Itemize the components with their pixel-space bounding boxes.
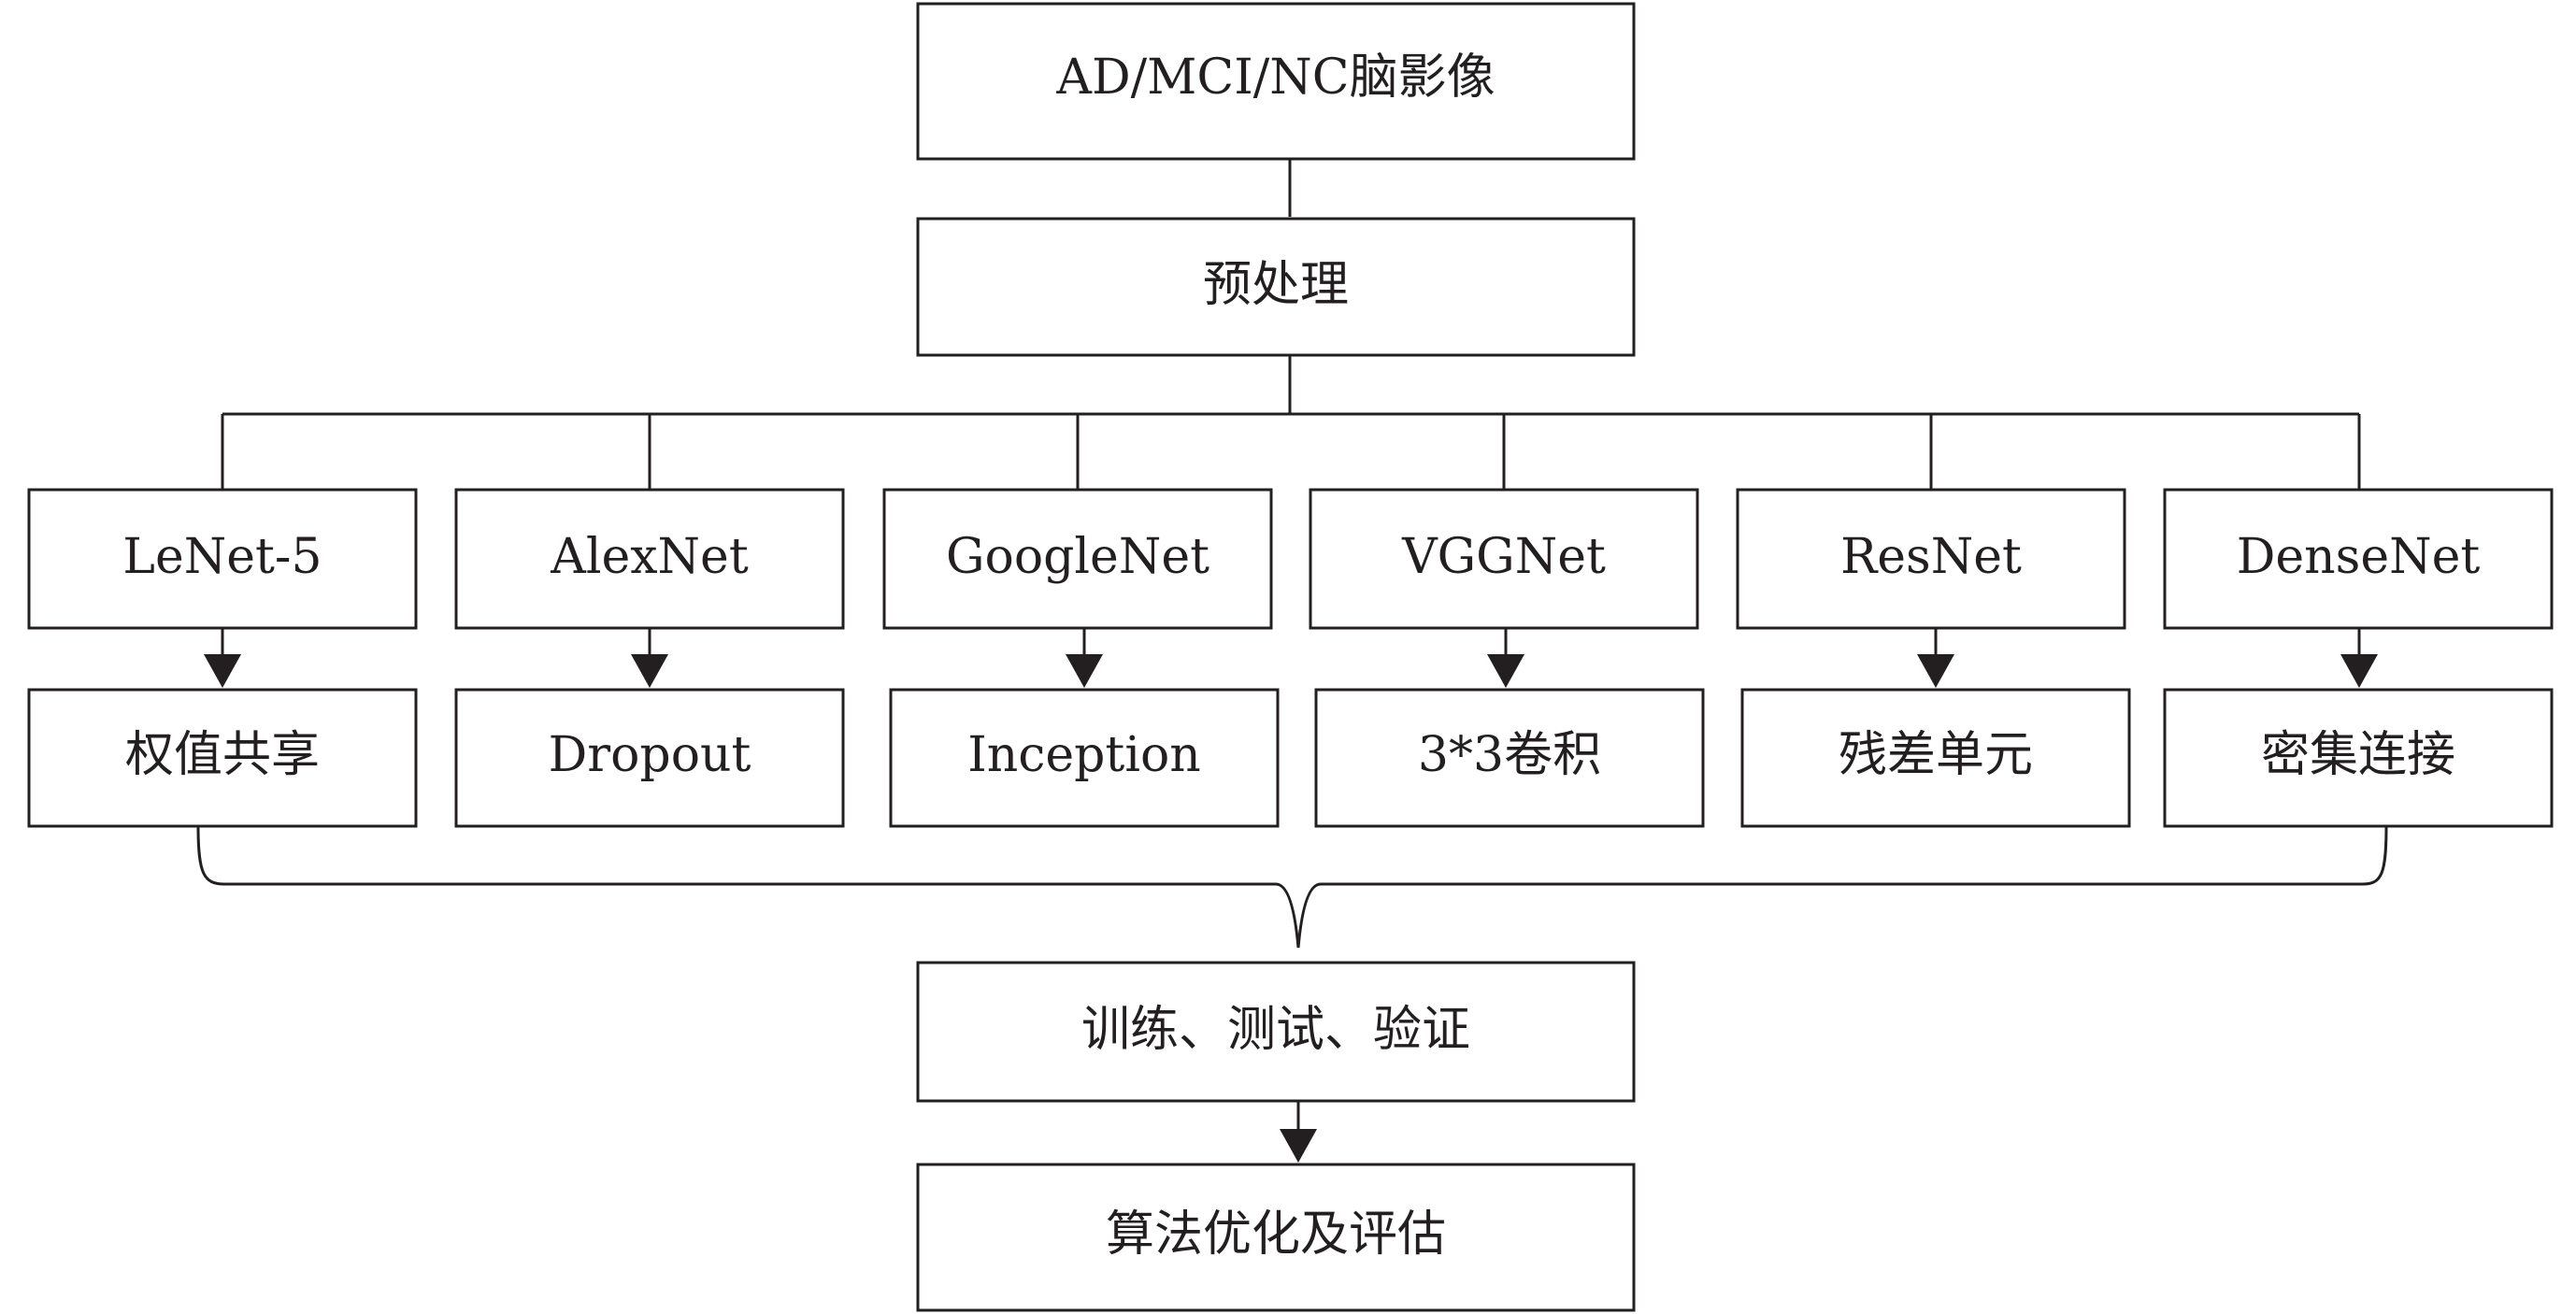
feature-label: Dropout [549, 727, 751, 783]
model-column: AlexNet Dropout [454, 414, 845, 828]
model-node: VGGNet [1309, 488, 1699, 630]
arrowhead-icon [1066, 654, 1103, 688]
feature-node: 残差单元 [1740, 688, 2131, 828]
model-column: LeNet-5 权值共享 [27, 414, 418, 828]
feature-node: 3*3卷积 [1314, 688, 1705, 828]
model-node: ResNet [1736, 488, 2126, 630]
feature-node: Inception [889, 688, 1280, 828]
model-column: VGGNet 3*3卷积 [1309, 414, 1705, 828]
arrowhead-icon [1487, 654, 1524, 688]
arrowhead-icon [1280, 1129, 1317, 1163]
model-name-label: VGGNet [1401, 529, 1606, 585]
model-name-label: AlexNet [550, 529, 749, 585]
model-column: GoogleNet Inception [882, 414, 1280, 828]
input-node: AD/MCI/NC脑影像 [916, 2, 1636, 161]
model-node: GoogleNet [882, 488, 1273, 630]
evaluate-node: 算法优化及评估 [916, 1163, 1636, 1312]
model-node: LeNet-5 [27, 488, 418, 630]
model-node: AlexNet [454, 488, 845, 630]
feature-label: 权值共享 [125, 727, 320, 783]
arrowhead-icon [1917, 654, 1954, 688]
preprocess-node-label: 预处理 [1203, 257, 1349, 313]
feature-label: 密集连接 [2261, 727, 2455, 783]
grouping-brace [196, 825, 2388, 949]
arrowhead-icon [204, 654, 241, 688]
train-test-validate-node: 训练、测试、验证 [916, 961, 1636, 1103]
input-node-label: AD/MCI/NC脑影像 [1055, 50, 1495, 106]
preprocess-node: 预处理 [916, 217, 1636, 357]
model-name-label: LeNet-5 [122, 529, 322, 585]
feature-label: Inception [967, 727, 1201, 783]
model-column: ResNet 残差单元 [1736, 414, 2131, 828]
arrowhead-icon [2340, 654, 2378, 688]
train-test-validate-label: 训练、测试、验证 [1081, 1002, 1470, 1058]
model-name-label: GoogleNet [946, 529, 1209, 585]
evaluate-label: 算法优化及评估 [1106, 1207, 1446, 1263]
model-name-label: ResNet [1840, 529, 2022, 585]
model-name-label: DenseNet [2237, 529, 2481, 585]
arrowhead-icon [631, 654, 668, 688]
feature-label: 残差单元 [1839, 727, 2033, 783]
model-node: DenseNet [2163, 488, 2554, 630]
feature-node: 权值共享 [27, 688, 418, 828]
feature-node: Dropout [454, 688, 845, 828]
feature-label: 3*3卷积 [1418, 727, 1601, 783]
feature-node: 密集连接 [2163, 688, 2554, 828]
model-column: DenseNet 密集连接 [2163, 414, 2554, 828]
